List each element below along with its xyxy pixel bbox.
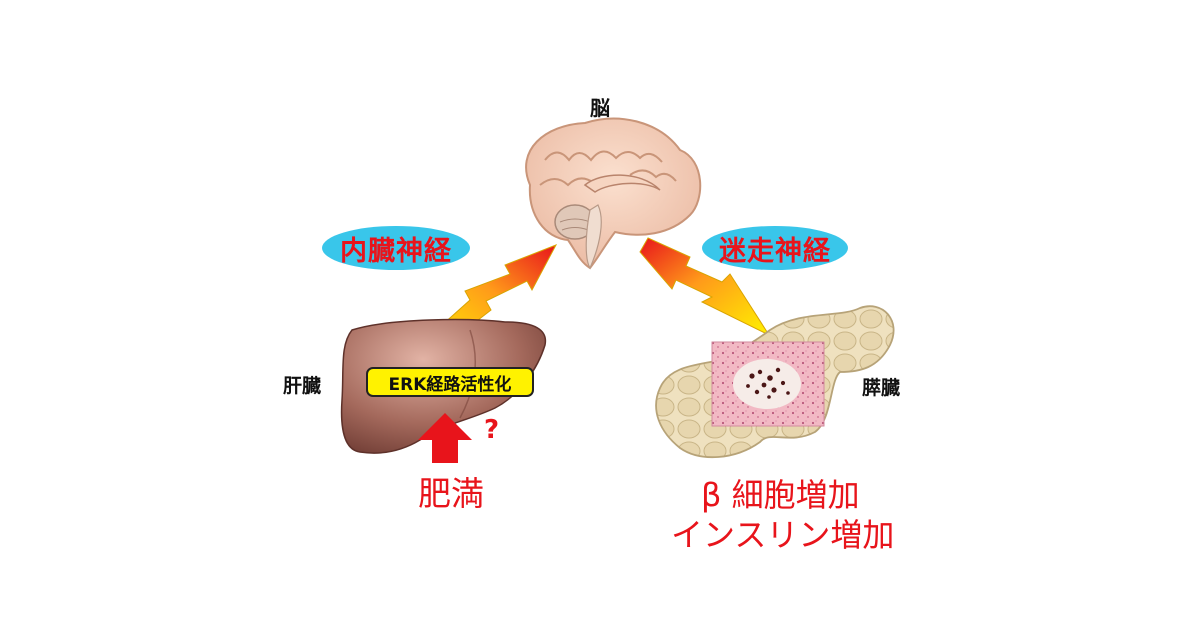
vagus-nerve-pill: 迷走神経 bbox=[702, 226, 848, 270]
brain-label: 脳 bbox=[590, 96, 610, 120]
vagus-nerve-label: 迷走神経 bbox=[719, 235, 831, 267]
erk-activation-label: ERK経路活性化 bbox=[388, 374, 512, 395]
up-arrow-icon bbox=[418, 413, 472, 463]
obesity-label: 肥満 bbox=[418, 474, 484, 513]
pancreas-label: 膵臓 bbox=[862, 377, 901, 399]
insulin-increase-label: インスリン増加 bbox=[671, 516, 895, 554]
visceral-nerve-label: 内臓神経 bbox=[340, 235, 452, 267]
question-mark: ? bbox=[484, 415, 500, 445]
beta-cell-increase-label: β 細胞増加 bbox=[701, 476, 860, 514]
lightning-arrow-brain-to-pancreas bbox=[639, 237, 771, 337]
erk-activation-box: ERK経路活性化 bbox=[366, 367, 534, 397]
islet-micrograph bbox=[711, 341, 825, 427]
visceral-nerve-pill: 内臓神経 bbox=[322, 226, 470, 270]
liver-label: 肝臓 bbox=[283, 375, 322, 397]
brain-illustration bbox=[525, 117, 702, 270]
